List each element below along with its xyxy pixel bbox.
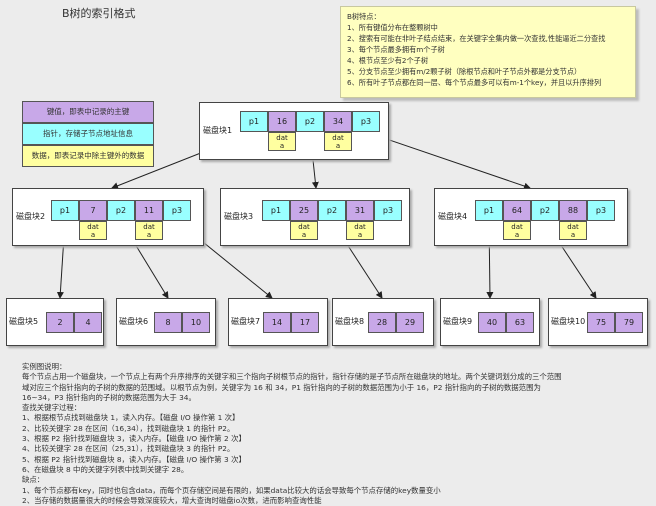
disk-label: 磁盘块7 <box>231 317 261 326</box>
legend-pointer: 指针，存储子节点地址信息 <box>22 123 154 145</box>
key-cell: 8 <box>154 312 182 333</box>
key-cell: 63 <box>506 312 534 333</box>
key-cell: 4 <box>74 312 102 333</box>
disk-label: 磁盘块3 <box>224 212 254 221</box>
legend-key: 键值，即表中记录的主键 <box>22 101 154 123</box>
desc-line: 2、当存储的数据量很大的时候会导致深度较大，增大查询时磁盘io次数，进而影响查询… <box>22 495 322 505</box>
pointer-cell: p3 <box>163 200 191 221</box>
key-cell: 17 <box>291 312 319 333</box>
desc-line: 缺点： <box>22 475 45 485</box>
key-cell: 34 <box>324 111 352 132</box>
key-cell: 14 <box>263 312 291 333</box>
desc-line: 1、根据根节点找到磁盘块 1，读入内存。【磁盘 I/O 操作第 1 次】 <box>22 413 240 423</box>
key-cell: 16 <box>268 111 296 132</box>
desc-line: 16~34，P3 指针指向的子树的数据范围为大于 34。 <box>22 392 196 402</box>
note-item: 5、分支节点至少拥有m/2颗子树（除根节点和叶子节点外都是分支节点） <box>347 67 582 76</box>
legend-data: 数据，即表记录中除主键外的数据 <box>22 145 154 167</box>
pointer-cell: p3 <box>587 200 615 221</box>
note-item: 6、所有叶子节点都在同一层、每个节点最多可以有m-1个key，并且以升序排列 <box>347 78 602 87</box>
pointer-cell: p3 <box>352 111 380 132</box>
note-item: 3、每个节点最多拥有m个子树 <box>347 45 445 54</box>
pointer-cell: p3 <box>374 200 402 221</box>
disk-label: 磁盘块6 <box>119 317 149 326</box>
desc-line: 3、根据 P2 指针找到磁盘块 3，读入内存。【磁盘 I/O 操作第 2 次】 <box>22 434 246 444</box>
key-cell: 88 <box>559 200 587 221</box>
desc-line: 1、每个节点都有key，同时也包含data，而每个页存储空间是有限的，如果dat… <box>22 485 441 495</box>
key-cell: 28 <box>368 312 396 333</box>
desc-line: 每个节点占用一个磁盘块，一个节点上有两个升序排序的关键字和三个指向子树根节点的指… <box>22 372 562 382</box>
pointer-cell: p2 <box>107 200 135 221</box>
key-cell: 40 <box>478 312 506 333</box>
pointer-cell: p2 <box>531 200 559 221</box>
desc-line: 5、根据 P2 指针找到磁盘块 8，读入内存。【磁盘 I/O 操作第 3 次】 <box>22 454 246 464</box>
desc-line: 6、在磁盘块 8 中的关键字列表中找到关键字 28。 <box>22 464 189 474</box>
key-cell: 11 <box>135 200 163 221</box>
key-cell: 79 <box>615 312 643 333</box>
pointer-cell: p1 <box>475 200 503 221</box>
disk-label: 磁盘块1 <box>203 126 233 135</box>
feature-note: B树特点： 1、所有键值分布在整颗树中 2、搜索有可能在非叶子结点结束，在关键字… <box>340 6 636 98</box>
desc-line: 2、比较关键字 28 在区间（16,34），找到磁盘块 1 的指针 P2。 <box>22 423 235 433</box>
desc-line: 实例图说明： <box>22 362 67 371</box>
disk-label: 磁盘块5 <box>9 317 39 326</box>
note-heading: B树特点： <box>347 12 381 21</box>
key-cell: 10 <box>182 312 210 333</box>
note-item: 2、搜索有可能在非叶子结点结束，在关键字全集内做一次查找,性能逼近二分查找 <box>347 34 606 43</box>
disk-label: 磁盘块2 <box>16 212 46 221</box>
desc-line: 查找关键字过程： <box>22 403 82 413</box>
note-item: 1、所有键值分布在整颗树中 <box>347 23 438 32</box>
pointer-cell: p2 <box>296 111 324 132</box>
key-cell: 2 <box>46 312 74 333</box>
pointer-cell: p1 <box>240 111 268 132</box>
pointer-cell: p1 <box>51 200 79 221</box>
key-cell: 31 <box>346 200 374 221</box>
disk-label: 磁盘块4 <box>438 212 468 221</box>
disk-label: 磁盘块10 <box>551 317 586 326</box>
desc-line: 4、比较关键字 28 在区间（25,31），找到磁盘块 3 的指针 P2。 <box>22 444 235 454</box>
key-cell: 64 <box>503 200 531 221</box>
pointer-arrow <box>365 131 531 190</box>
key-cell: 29 <box>396 312 424 333</box>
note-item: 4、根节点至少有2个子树 <box>347 56 429 65</box>
key-cell: 25 <box>290 200 318 221</box>
key-cell: 75 <box>587 312 615 333</box>
page-title: B树的索引格式 <box>62 7 136 20</box>
desc-line: 域对应三个指针指向的子树的数据的范围域。以根节点为例，关键字为 16 和 34，… <box>22 382 541 392</box>
key-cell: 7 <box>79 200 107 221</box>
disk-label: 磁盘块9 <box>443 317 473 326</box>
disk-label: 磁盘块8 <box>335 317 365 326</box>
pointer-cell: p2 <box>318 200 346 221</box>
description: 实例图说明： 每个节点占用一个磁盘块，一个节点上有两个升序排序的关键字和三个指向… <box>22 362 642 506</box>
pointer-cell: p1 <box>262 200 290 221</box>
